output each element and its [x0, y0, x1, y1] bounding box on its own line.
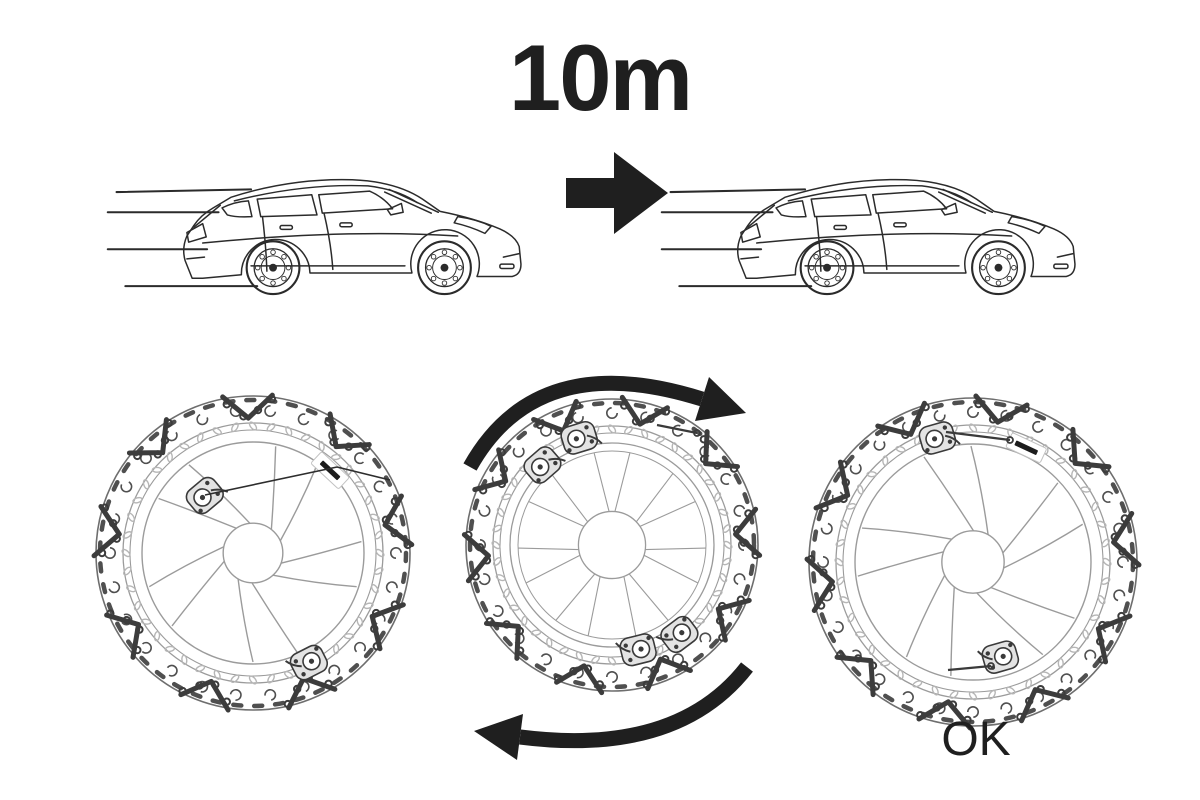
tensioner-cable: [336, 466, 391, 481]
chained-wheel: [91, 392, 415, 713]
wheel-chain-rotating: [461, 375, 763, 760]
chain-tensioner-icon: [918, 421, 961, 455]
ok-label: OK: [941, 713, 1011, 766]
chain-tensioner-icon: [284, 644, 329, 681]
wheel-chain-fitted-ok: [804, 393, 1142, 731]
chain-tensioner-icon: [560, 420, 603, 455]
rotate-clockwise-icon: [463, 375, 753, 760]
wheel-chain-with-tensioner-cable: [91, 392, 415, 713]
chain-tensioner-icon: [655, 615, 699, 654]
tensioner-cable: [204, 466, 338, 496]
distance-label: 10m: [508, 25, 693, 130]
chain-brand-tag: [311, 451, 350, 489]
car-side-icon: [660, 178, 1077, 296]
car-side-icon: [106, 178, 523, 296]
right-arrow-icon: [566, 152, 668, 234]
chain-tensioner-icon: [523, 446, 566, 484]
chain-tensioner-icon: [185, 476, 229, 515]
chained-wheel: [804, 393, 1142, 731]
chained-wheel: [461, 394, 763, 696]
chain-tensioner-icon: [615, 633, 657, 667]
chain-tensioner-icon: [977, 640, 1020, 674]
